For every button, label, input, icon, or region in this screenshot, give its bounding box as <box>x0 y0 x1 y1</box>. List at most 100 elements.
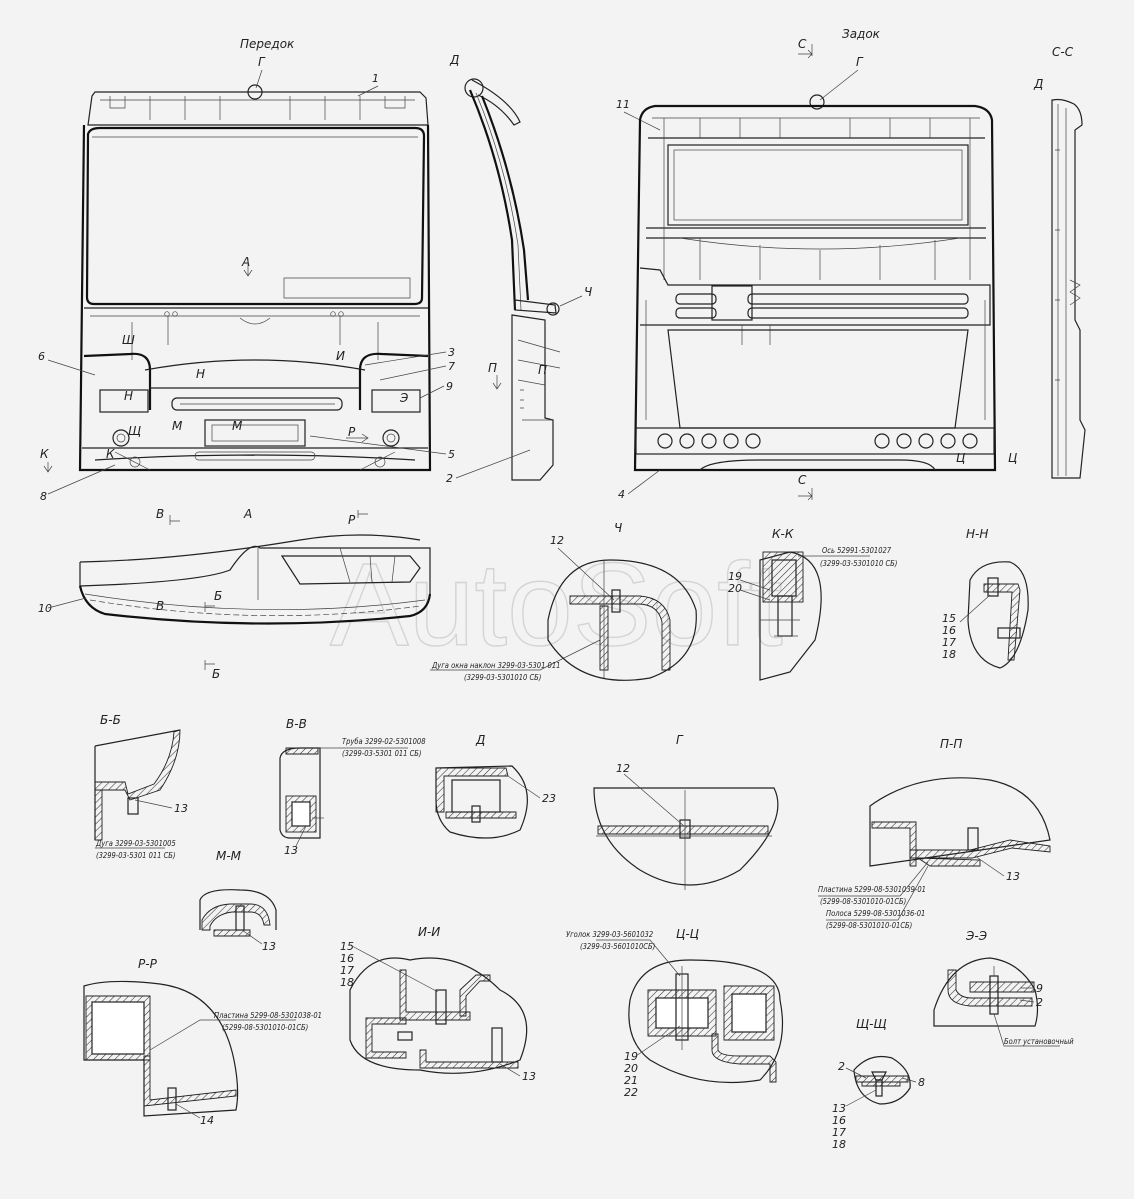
section-shsh-part-16: 16 <box>832 1114 846 1127</box>
callout-e: Э <box>399 391 409 405</box>
section-mm: М-М 13 <box>199 849 277 953</box>
section-shsh-part-13: 13 <box>832 1102 846 1115</box>
section-tsts: Ц-Ц Уголок 3299-03-5601032 (3299-03-5601… <box>566 927 784 1099</box>
callout-sh: Ш <box>122 333 135 347</box>
callout-k2: К <box>106 447 115 461</box>
section-g: Г 12 <box>593 733 779 890</box>
callout-shch: Щ <box>128 424 141 438</box>
section-pp-note-2: (5299-08-5301010-01СБ) <box>820 897 906 906</box>
callout-3: 3 <box>448 346 455 359</box>
section-bb-note-1: Дуга 3299-03-5301005 <box>95 839 176 848</box>
section-shsh-title: Щ-Щ <box>856 1017 887 1031</box>
detail-a-note-2: (3299-03-5301010 СБ) <box>464 673 541 682</box>
section-rr-part-14: 14 <box>200 1114 214 1127</box>
section-rr-note-2: (5299-08-5301010-01СБ) <box>222 1023 308 1032</box>
callout-ts2: Ц <box>1008 451 1017 465</box>
section-bb-title: Б-Б <box>100 713 121 727</box>
section-ii-title: И-И <box>418 925 440 939</box>
callout-5: 5 <box>448 448 455 461</box>
section-nn-part-16: 16 <box>942 624 956 637</box>
section-ii-part-18: 18 <box>340 976 354 989</box>
section-shsh-part-8: 8 <box>918 1076 925 1089</box>
section-nn-part-15: 15 <box>942 612 956 625</box>
section-nn: Н-Н 15 16 17 18 <box>942 527 1029 669</box>
watermark: AutoSoft <box>330 539 783 671</box>
section-kk-part-19: 19 <box>728 570 742 583</box>
section-pp-note-4: (5299-08-5301010-01СБ) <box>826 921 912 930</box>
section-tsts-part-22: 22 <box>624 1086 638 1099</box>
front-view-title: Передок <box>240 37 295 51</box>
callout-r-detail: Р <box>348 513 356 527</box>
callout-r: Р <box>348 425 356 439</box>
section-bb-note-2: (3299-03-5301 011 СБ) <box>96 851 176 860</box>
section-vv-title: В-В <box>286 717 307 731</box>
section-cc-profile: С-С Д <box>1033 45 1086 479</box>
section-tsts-note-2: (3299-03-5601010СБ) <box>580 942 655 951</box>
callout-c2: С <box>798 473 807 487</box>
callout-g-rear: Г <box>856 55 864 69</box>
section-pp-note-1: Пластина 5299-08-5301039-01 <box>818 885 926 894</box>
section-bb: Б-Б 13 Дуга 3299-03-5301005 (3299-03-530… <box>94 713 188 860</box>
section-rr-note-1: Пластина 5299-08-5301038-01 <box>214 1011 322 1020</box>
front-view: Передок <box>38 37 459 503</box>
callout-10: 10 <box>38 602 52 615</box>
section-nn-part-17: 17 <box>942 636 956 649</box>
section-vv: В-В 13 Труба 3299-02-5301008 (3299-03-53… <box>279 717 426 857</box>
callout-9: 9 <box>446 380 453 393</box>
detail-a-note-1: Дуга окна наклон 3299-03-5301 011 <box>431 661 560 670</box>
section-rr-title: Р-Р <box>138 957 158 971</box>
section-shsh-part-18: 18 <box>832 1138 846 1151</box>
callout-p2: П <box>538 363 547 377</box>
section-ch-title: Ч <box>614 521 622 535</box>
section-vv-note-2: (3299-03-5301 011 СБ) <box>342 749 422 758</box>
section-kk-note-1: Ось 52991-5301027 <box>822 546 892 555</box>
section-rr: Р-Р 14 Пластина 5299-08-5301038-01 (5299… <box>83 957 322 1127</box>
section-mm-title: М-М <box>216 849 242 863</box>
section-ee-note-1: Болт установочный <box>1004 1037 1074 1046</box>
callout-b1: Б <box>214 589 222 603</box>
callout-6: 6 <box>38 350 45 363</box>
section-pp: П-П 13 Пластина 5299-08-5301039-01 (5299… <box>818 737 1051 930</box>
section-shsh-part-17: 17 <box>832 1126 846 1139</box>
section-pp-part-13: 13 <box>1006 870 1020 883</box>
section-nn-title: Н-Н <box>966 527 988 541</box>
callout-7: 7 <box>448 360 455 373</box>
detail-a-title: А <box>243 507 252 521</box>
section-kk-note-2: (3299-03-5301010 СБ) <box>820 559 897 568</box>
section-shsh: Щ-Щ 2 8 13 16 17 18 <box>832 1017 925 1151</box>
section-ch-part-12: 12 <box>550 534 564 547</box>
callout-8: 8 <box>40 490 47 503</box>
front-side-profile: Ч П П 2 <box>446 78 592 485</box>
section-ii-part-17: 17 <box>340 964 354 977</box>
callout-v2: В <box>156 599 164 613</box>
section-pp-note-3: Полоса 5299-08-5301036-01 <box>826 909 925 918</box>
section-d: Д 23 <box>435 733 556 839</box>
section-mm-part-13: 13 <box>262 940 276 953</box>
section-ii-part-13: 13 <box>522 1070 536 1083</box>
section-ii: И-И 15 16 17 18 13 <box>340 925 536 1083</box>
callout-g-front: Г <box>258 55 266 69</box>
detail-a: А В Р 10 В Б Б Дуга окна наклон 3299-03-… <box>38 507 601 682</box>
section-g-part-12: 12 <box>616 762 630 775</box>
callout-a: А <box>241 255 250 269</box>
callout-ts1: Ц <box>956 451 965 465</box>
callout-ch: Ч <box>584 285 592 299</box>
callout-c1: С <box>798 37 807 51</box>
section-cc-title: С-С <box>1052 45 1074 59</box>
section-kk-title: К-К <box>772 527 794 541</box>
section-ee: Э-Э 9 2 Болт установочный <box>933 929 1074 1047</box>
rear-view: Задок С Г 11 С 4 <box>616 27 1017 501</box>
section-kk: К-К 19 20 Ось 52991-5301027 (3299-03-530… <box>728 527 897 681</box>
callout-1: 1 <box>372 72 379 85</box>
section-ee-part-2: 2 <box>1036 996 1043 1009</box>
section-d-part-23: 23 <box>542 792 556 805</box>
callout-d-rear: Д <box>1033 77 1043 91</box>
callout-d-front: Д <box>449 53 459 67</box>
section-tsts-part-21: 21 <box>624 1074 638 1087</box>
section-vv-part-13: 13 <box>284 844 298 857</box>
section-kk-part-20: 20 <box>728 582 742 595</box>
section-tsts-part-20: 20 <box>624 1062 638 1075</box>
callout-4: 4 <box>618 488 625 501</box>
callout-11: 11 <box>616 98 630 111</box>
